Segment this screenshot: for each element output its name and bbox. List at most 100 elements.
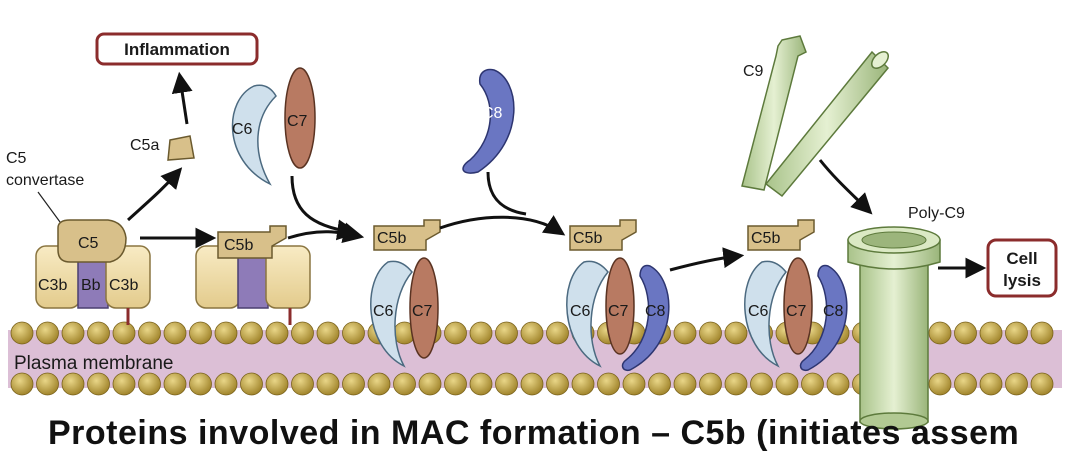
membrane-bead (597, 372, 620, 396)
membrane-bead (112, 372, 136, 396)
membrane-bead (214, 321, 238, 345)
c3b-left-label: C3b (38, 277, 67, 294)
c5-convertase-label-line2: convertase (6, 172, 84, 189)
c7-label-stage3: C7 (412, 303, 433, 320)
membrane-bead (750, 372, 773, 396)
membrane-bead (87, 321, 110, 345)
c5b678-complex-final: C5b C6 C7 C8 (744, 219, 848, 372)
c5b-molecule (217, 225, 287, 259)
membrane-bead (469, 372, 493, 396)
c6-label-stage5: C6 (748, 303, 769, 320)
membrane-bead (444, 321, 467, 345)
arrow-c8-join (486, 171, 527, 216)
membrane-bead (571, 372, 595, 396)
membrane-bead (61, 321, 85, 345)
membrane-bead (214, 372, 238, 396)
membrane-bead (928, 372, 952, 396)
membrane-bead (342, 321, 365, 345)
membrane-bead (61, 372, 85, 396)
free-c6-label: C6 (232, 121, 253, 138)
membrane-bead (775, 372, 799, 396)
membrane-bead (801, 372, 824, 396)
membrane-bead (138, 372, 161, 396)
arrow-c6c7-join (290, 175, 359, 241)
c7-label-stage5: C7 (786, 303, 807, 320)
membrane-bead (928, 321, 952, 345)
membrane-bead (265, 372, 289, 396)
membrane-bead (979, 321, 1003, 345)
arrow-c9-to-poly-c9 (818, 159, 873, 215)
membrane-bead (622, 372, 646, 396)
membrane-bead (265, 321, 289, 345)
mac-formation-diagram: Plasma membrane Inflammation C5a C5 conv… (6, 32, 1062, 452)
inflammation-label: Inflammation (124, 40, 230, 59)
c7-label-stage4: C7 (608, 303, 629, 320)
membrane-beads-bottom (10, 372, 1054, 396)
c5b-label-stage5: C5b (751, 230, 780, 247)
c5-convertase-label-line1: C5 (6, 150, 27, 167)
membrane-bead (495, 372, 518, 396)
free-c6: C6 (231, 84, 277, 186)
membrane-bead (163, 321, 187, 345)
membrane-bead (495, 321, 518, 345)
free-c8-label: C8 (482, 105, 503, 122)
c5-convertase-pointer (37, 191, 61, 223)
membrane-bead (699, 321, 722, 345)
c8-label-stage5: C8 (823, 303, 844, 320)
membrane-bead (189, 372, 212, 396)
c5b678-complex: C5b C6 C7 C8 (566, 219, 670, 372)
membrane-bead (954, 321, 977, 345)
membrane-bead (291, 372, 314, 396)
membrane-bead (418, 372, 442, 396)
inflammation-box: Inflammation (95, 32, 259, 66)
arrow-stage4-to-stage5 (669, 247, 745, 272)
membrane-bead (316, 321, 340, 345)
membrane-bead (724, 321, 748, 345)
membrane-bead (1005, 321, 1028, 345)
membrane-bead (699, 372, 722, 396)
membrane-bead (316, 372, 340, 396)
membrane-bead (979, 372, 1003, 396)
membrane-bead (240, 321, 263, 345)
membrane-bead (546, 372, 569, 396)
c5a-fragment: C5a (130, 135, 195, 161)
membrane-bead (826, 372, 850, 396)
membrane-bead (291, 321, 314, 345)
membrane-bead (469, 321, 493, 345)
membrane-bead (367, 372, 391, 396)
membrane-bead (673, 372, 697, 396)
c5-label: C5 (78, 235, 99, 252)
membrane-bead (10, 372, 34, 396)
cell-lysis-label-line2: lysis (1003, 271, 1041, 290)
cell-lysis-label-line1: Cell (1006, 249, 1037, 268)
bb-label: Bb (81, 277, 101, 294)
membrane-bead (342, 372, 365, 396)
c5b-label-stage3: C5b (377, 230, 406, 247)
membrane-bead (648, 372, 671, 396)
membrane-bead (10, 321, 34, 345)
diagram-canvas: Plasma membrane Inflammation C5a C5 conv… (6, 32, 1062, 430)
membrane-bead (36, 321, 59, 345)
poly-c9-label: Poly-C9 (908, 205, 965, 222)
c5b67-complex: C5b C6 C7 (370, 219, 441, 368)
free-c7: C7 (284, 67, 316, 169)
membrane-bead (138, 321, 161, 345)
free-c8: C8 (462, 68, 515, 174)
membrane-bead (163, 372, 187, 396)
c9-label: C9 (743, 63, 764, 80)
c5b-label-stage4: C5b (573, 230, 602, 247)
membrane-bead (189, 321, 212, 345)
c6-label-stage3: C6 (373, 303, 394, 320)
cell-lysis-box: Cell lysis (986, 238, 1058, 298)
membrane-beads-top (10, 321, 1054, 345)
membrane-bead (520, 372, 544, 396)
c5a-label: C5a (130, 137, 159, 154)
membrane-bead (1030, 372, 1054, 396)
free-c9: C9 (741, 35, 890, 198)
membrane-bead (393, 372, 416, 396)
c8-label-stage4: C8 (645, 303, 666, 320)
arrow-c5-to-c5a (126, 167, 183, 222)
c6-label-stage4: C6 (570, 303, 591, 320)
c5-convertase-complex: C5 C3b Bb C3b (35, 219, 151, 325)
slide-caption: Proteins involved in MAC formation – C5b… (48, 414, 1020, 452)
